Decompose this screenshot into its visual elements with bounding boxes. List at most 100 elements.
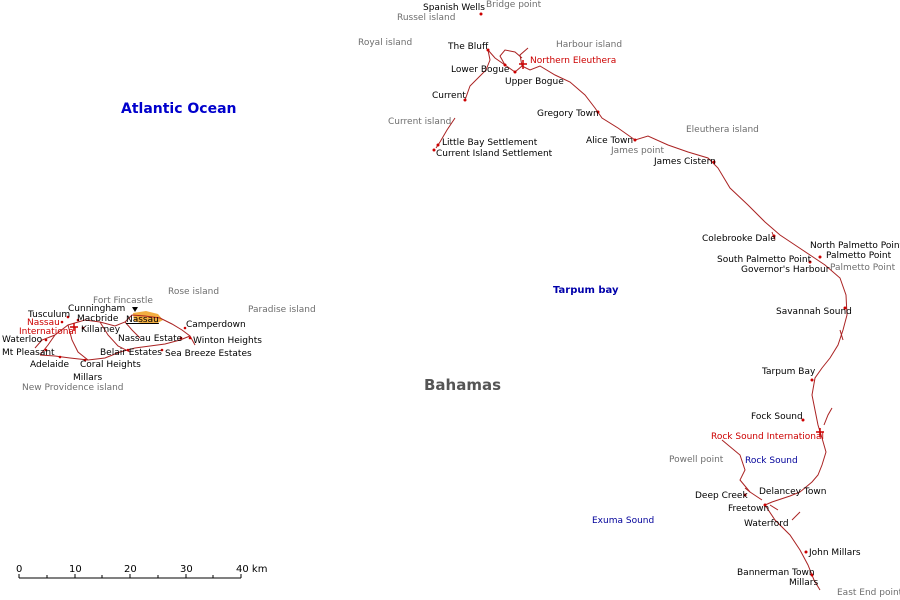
new-providence-roads (34, 314, 196, 361)
new-providence-town-dots (44, 315, 192, 362)
town-little-bay: Little Bay Settlement (442, 138, 538, 148)
scale-tick-20: 20 (124, 564, 137, 575)
town-bannerman-town: Bannerman Town (737, 568, 815, 578)
harbour-island-label: Harbour island (556, 40, 623, 50)
scale-tick-10: 10 (69, 564, 82, 575)
town-dot-savannah-sound (843, 306, 847, 310)
town-dot-little-bay (436, 143, 440, 147)
town-dot-alice-town (633, 138, 637, 142)
town-dot-mt-pleasant (44, 348, 48, 352)
town-cunningham: Cunningham (68, 304, 126, 314)
powell-point-label: Powell point (669, 455, 724, 465)
town-savannah-sound: Savannah Sound (776, 307, 852, 317)
atlantic-ocean-label: Atlantic Ocean (121, 101, 237, 117)
town-governors-harbour: Governor's Harbour (741, 265, 830, 275)
town-upper-bogue: Upper Bogue (505, 77, 564, 87)
town-winton-heights: Winton Heights (193, 336, 262, 346)
town-dot-coral-heights (83, 358, 87, 362)
town-dot-james-cistern (712, 160, 716, 164)
town-dot-freetown (763, 503, 767, 507)
town-coral-heights: Coral Heights (80, 360, 141, 370)
town-colebrooke-dale: Colebrooke Dale (702, 234, 776, 244)
eleuthera-island-label: Eleuthera island (686, 125, 759, 135)
town-millars-west: Millars (73, 373, 103, 383)
country-label: Bahamas (424, 376, 502, 394)
town-dot-killarney (81, 326, 85, 330)
town-dot-deep-creek (743, 493, 747, 497)
james-point-label: James point (611, 146, 664, 156)
current-island-label: Current island (388, 117, 452, 127)
town-delancey-town: Delancey Town (759, 487, 827, 497)
nassau-airport-label-line1: Nassau (27, 318, 60, 328)
airport-icon-nassau (70, 323, 78, 331)
rock-sound-water-label: Rock Sound (745, 456, 798, 466)
northern-eleuthera-airport-label: Northern Eleuthera (530, 56, 617, 66)
town-dot-sea-breeze (160, 348, 164, 352)
town-dot-tusculum (60, 320, 64, 324)
town-spanish-wells: Spanish Wells (423, 3, 485, 13)
airport-icon-northern-eleuthera (519, 60, 527, 69)
scale-tick-30: 30 (180, 564, 193, 575)
town-tarpum-bay: Tarpum Bay (762, 367, 816, 377)
fort-fincastle-icon (132, 307, 138, 312)
town-palmetto-point: Palmetto Point (826, 251, 892, 261)
town-dot-current-island (432, 148, 436, 152)
royal-island-label: Royal island (358, 38, 413, 48)
town-macbride: Macbride (77, 314, 119, 324)
town-james-cistern: James Cistern (654, 157, 716, 167)
town-freetown: Freetown (728, 504, 770, 514)
town-dot-spanish-wells (479, 12, 483, 16)
town-camperdown: Camperdown (186, 320, 246, 330)
town-adelaide: Adelaide (30, 360, 70, 370)
town-john-millars: John Millars (809, 548, 861, 558)
town-gregory-town: Gregory Town (537, 109, 599, 119)
town-current-island-settlement: Current Island Settlement (436, 149, 553, 159)
town-nassau: Nassau (126, 315, 159, 325)
town-dot-adelaide (58, 355, 62, 359)
scale-bar (18, 574, 242, 579)
town-dot-waterloo (44, 338, 48, 342)
town-fock-sound: Fock Sound (751, 412, 803, 422)
town-dot-south-palmetto (808, 260, 812, 264)
east-end-point-label: East End point (837, 588, 900, 598)
town-north-palmetto-point: North Palmetto Point (810, 241, 900, 251)
town-current: Current (432, 91, 466, 101)
rose-island-label: Rose island (168, 287, 220, 297)
new-providence-island-label: New Providence island (22, 383, 124, 393)
town-dot-macbride (76, 318, 80, 322)
town-south-palmetto-point: South Palmetto Point (717, 255, 812, 265)
eleuthera-roads (435, 47, 848, 591)
town-dot-upper-bogue (513, 70, 517, 74)
town-deep-creek: Deep Creek (695, 491, 748, 501)
town-killarney: Killarney (81, 325, 121, 335)
town-tusculum: Tusculum (28, 310, 71, 320)
town-dot-bannerman-town (810, 573, 814, 577)
town-sea-breeze-estates: Sea Breeze Estates (165, 349, 252, 359)
tarpum-bay-water-label: Tarpum bay (553, 285, 619, 296)
town-dot-current (463, 98, 467, 102)
bridge-point-label: Bridge point (486, 0, 542, 10)
eleuthera-town-dots (432, 12, 847, 577)
town-dot-belair (126, 348, 130, 352)
town-dot-john-millars (804, 550, 808, 554)
russel-island-label: Russel island (397, 13, 456, 23)
town-waterloo: Waterloo (2, 335, 43, 345)
town-dot-gregory-town (596, 110, 600, 114)
town-alice-town: Alice Town (586, 136, 634, 146)
scale-tick-40-km: 40 km (236, 564, 268, 575)
town-dot-nassau-estate (179, 336, 183, 340)
town-dot-fock-sound (801, 418, 805, 422)
town-dot-the-bluff (486, 48, 490, 52)
paradise-island-label: Paradise island (248, 305, 316, 315)
town-lower-bogue: Lower Bogue (451, 65, 510, 75)
town-dot-tarpum-bay (810, 378, 814, 382)
town-dot-lower-bogue (503, 63, 507, 67)
airport-icons (70, 60, 824, 437)
town-dot-camperdown (183, 326, 187, 330)
town-dot-colebrooke-dale (772, 234, 776, 238)
nassau-airport-label-line2: International (19, 327, 77, 337)
town-dot-cunningham (66, 315, 70, 319)
town-belair-estates: Belair Estates (100, 348, 162, 358)
fort-fincastle-label: Fort Fincastle (93, 296, 153, 306)
